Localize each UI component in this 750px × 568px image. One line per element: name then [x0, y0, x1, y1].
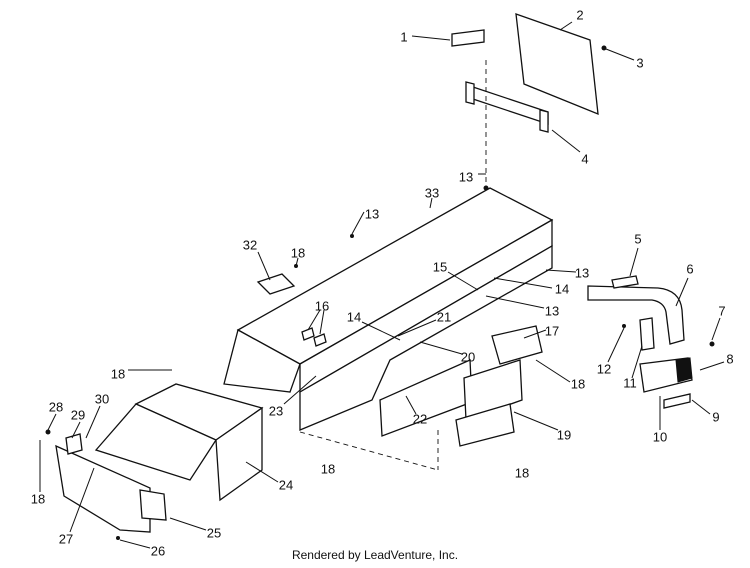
- callout-c28: 28: [49, 399, 63, 414]
- callout-c15: 15: [433, 259, 447, 274]
- callout-c29: 29: [71, 407, 85, 422]
- callout-c18a: 18: [291, 245, 305, 260]
- part-29-latch: [39, 405, 101, 533]
- callout-c10: 10: [653, 429, 667, 444]
- part-10-pedal: [607, 317, 725, 430]
- callout-c23: 23: [269, 403, 283, 418]
- part-3-fastener: [601, 45, 635, 61]
- callout-c32: 32: [243, 237, 257, 252]
- callout-c18f: 18: [31, 491, 45, 506]
- callout-c18e: 18: [515, 465, 529, 480]
- callout-c24: 24: [279, 477, 293, 492]
- callout-c14b: 14: [347, 309, 361, 324]
- callout-c6: 6: [686, 261, 693, 276]
- callout-c4: 4: [581, 151, 588, 166]
- part-17-battery-tray: [455, 325, 571, 447]
- callout-c18c: 18: [571, 376, 585, 391]
- callout-c8: 8: [726, 351, 733, 366]
- callout-c13b: 13: [365, 206, 379, 221]
- callout-c27: 27: [59, 531, 73, 546]
- callout-c26: 26: [151, 543, 165, 558]
- part-6-handle: [587, 247, 689, 345]
- part-4-bracket: [465, 81, 581, 153]
- callout-c13d: 13: [545, 303, 559, 318]
- callout-c16: 16: [315, 298, 329, 313]
- callout-c11: 11: [623, 375, 637, 390]
- callout-c14a: 14: [555, 281, 569, 296]
- footer-credit: Rendered by LeadVenture, Inc.: [291, 548, 459, 562]
- part-33-main-frame: [223, 173, 554, 431]
- callout-c19: 19: [557, 427, 571, 442]
- callout-c30: 30: [95, 391, 109, 406]
- callout-c12: 12: [597, 361, 611, 376]
- callout-c9: 9: [712, 409, 719, 424]
- part-2-rear-panel: [515, 13, 599, 116]
- callout-labels: 1 2 3 4 5 6 7 8 9 10 11 12 13 13 13 13 1…: [31, 7, 734, 558]
- callout-c22: 22: [413, 411, 427, 426]
- part-16-clips: [301, 309, 327, 347]
- callout-c17: 17: [545, 323, 559, 338]
- callout-c20: 20: [461, 349, 475, 364]
- part-32-plate: [256, 251, 299, 295]
- callout-c1: 1: [400, 29, 407, 44]
- part-25-lower-bracket: [55, 444, 207, 549]
- callout-c21: 21: [437, 309, 451, 324]
- callout-c18d: 18: [321, 461, 335, 476]
- callout-c2: 2: [576, 7, 583, 22]
- callout-c33: 33: [425, 185, 439, 200]
- callout-c13a: 13: [459, 169, 473, 184]
- callout-c18b: 18: [111, 366, 125, 381]
- part-1-decal: [411, 29, 485, 47]
- frame-hardware: [361, 269, 577, 355]
- callout-c7: 7: [718, 303, 725, 318]
- part-24-seat-pan: [94, 369, 279, 502]
- callout-c13c: 13: [575, 265, 589, 280]
- callout-c3: 3: [636, 55, 643, 70]
- callout-c25: 25: [207, 525, 221, 540]
- callout-c5: 5: [634, 231, 641, 246]
